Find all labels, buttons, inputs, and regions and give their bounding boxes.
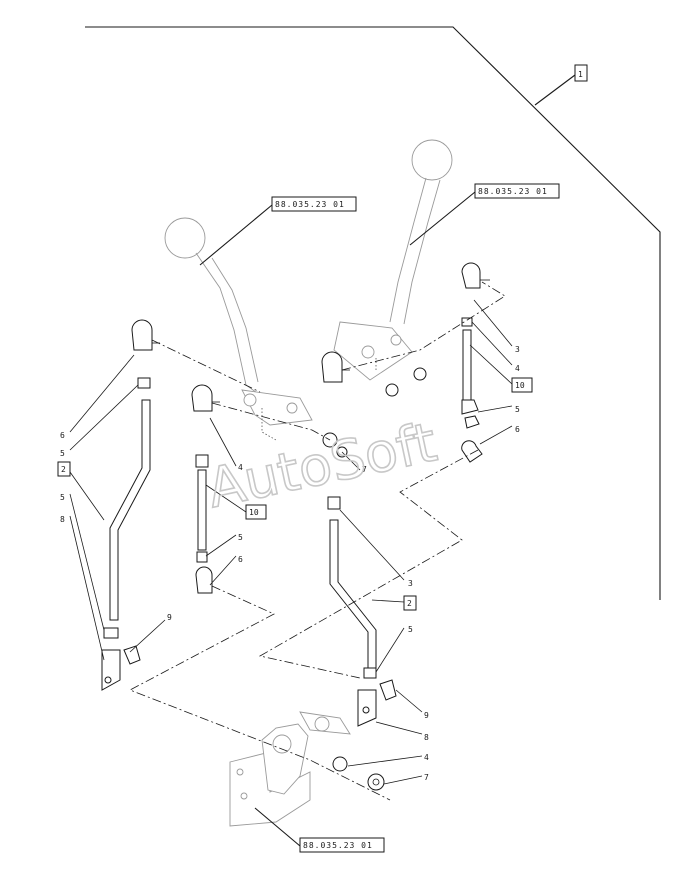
middle-rod-assembly — [191, 384, 220, 594]
left-ball-joint-assembly — [101, 319, 160, 691]
center-ball-joint: 7 — [321, 351, 427, 474]
reference-1-callout: 1 — [534, 64, 588, 106]
reference-top-left-callout: 88.035.23 01 — [199, 196, 357, 266]
callout-5-left-b: 5 — [60, 493, 65, 502]
right-ball-joint-assembly — [461, 262, 490, 463]
center-callouts: 3 2 5 9 8 — [339, 509, 429, 742]
callout-6-left: 6 — [60, 431, 65, 440]
box-2-left-text: 2 — [61, 465, 66, 474]
callout-5-left-a: 5 — [60, 449, 65, 458]
callout-6-mid: 6 — [238, 555, 243, 564]
bottom-fasteners: 4 7 — [332, 753, 429, 791]
callout-4-right: 4 — [515, 364, 520, 373]
left-callouts: 6 5 2 5 8 9 — [57, 354, 172, 661]
box-1-text: 1 — [578, 70, 583, 79]
box-10-right — [511, 377, 533, 393]
ref-box-bottom — [299, 837, 385, 853]
box-2-right — [403, 595, 417, 611]
callout-8-center: 8 — [424, 733, 429, 742]
ref-text-bottom: 88.035.23 01 — [303, 841, 373, 850]
callout-8-left: 8 — [60, 515, 65, 524]
reference-bottom-callout: 88.035.23 01 — [254, 807, 385, 853]
callout-3-center: 3 — [408, 579, 413, 588]
callout-7-bottom: 7 — [424, 773, 429, 782]
ref-box-top-left — [271, 196, 357, 212]
callout-5-right-a: 5 — [515, 405, 520, 414]
box-10-left — [245, 504, 267, 520]
callout-3-right: 3 — [515, 345, 520, 354]
callout-5-mid-a: 5 — [238, 533, 243, 542]
middle-callouts: 4 10 5 6 — [205, 417, 267, 586]
box-1 — [574, 64, 588, 82]
left-control-lever — [164, 217, 313, 426]
right-control-lever — [333, 139, 453, 381]
center-rod-assembly — [327, 496, 397, 727]
ref-box-top-right — [474, 183, 560, 199]
bottom-bracket — [229, 711, 351, 827]
callout-4-mid: 4 — [238, 463, 243, 472]
callout-4-bottom: 4 — [424, 753, 429, 762]
reference-top-right-callout: 88.035.23 01 — [409, 183, 560, 246]
callout-5-center: 5 — [408, 625, 413, 634]
box-2-left — [57, 461, 71, 477]
ref-text-top-left: 88.035.23 01 — [275, 200, 345, 209]
callout-6-right: 6 — [515, 425, 520, 434]
watermark-text: AutoSoft — [202, 410, 442, 520]
box-10-left-text: 10 — [249, 508, 259, 517]
ref-text-top-right: 88.035.23 01 — [478, 187, 548, 196]
box-10-right-text: 10 — [515, 381, 525, 390]
callout-9-center: 9 — [424, 711, 429, 720]
callout-7-mid: 7 — [362, 465, 367, 474]
alignment-lines — [129, 281, 506, 801]
box-2-right-text: 2 — [407, 599, 412, 608]
assembly-bracket-line — [85, 26, 661, 600]
right-callouts: 3 4 10 5 6 — [469, 299, 533, 445]
callout-9-left: 9 — [167, 613, 172, 622]
